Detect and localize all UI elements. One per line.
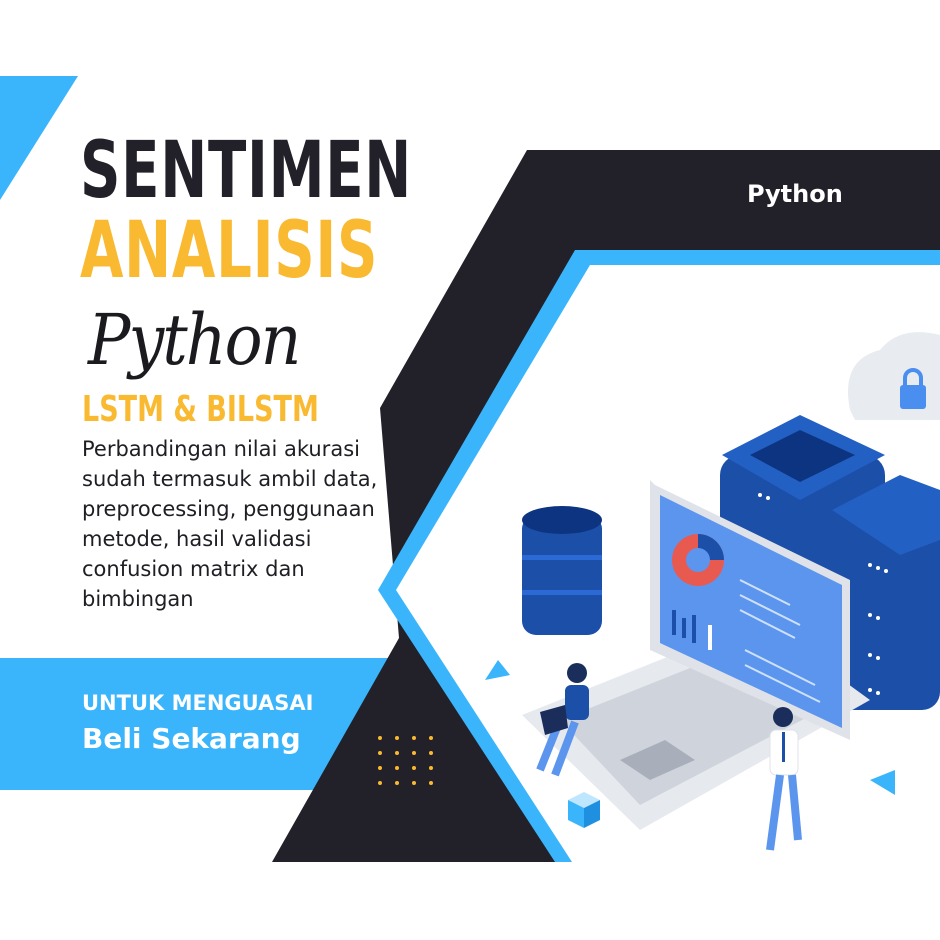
buy-now-button[interactable]: Beli Sekarang (82, 722, 301, 755)
cube-icon (568, 792, 600, 828)
server-stack-icon (720, 415, 940, 710)
python-tag: Python (747, 180, 843, 208)
description: Perbandingan nilai akurasi sudah termasu… (82, 437, 378, 611)
subtitle: LSTM & BILSTM (82, 389, 319, 430)
script-title: Python (88, 299, 301, 381)
laptop-icon (522, 480, 870, 830)
title-line-2: ANALISIS (80, 206, 379, 296)
database-icon (522, 506, 602, 635)
pyramid-icon (485, 660, 510, 680)
corner-blue-triangle (0, 76, 78, 200)
cta-line-1: UNTUK MENGUASAI (82, 691, 314, 715)
dot-grid (378, 736, 433, 785)
person-man-icon (766, 707, 802, 851)
title-line-1: SENTIMEN (80, 126, 413, 216)
pyramid-icon (870, 770, 895, 795)
cloud-lock-icon (848, 332, 940, 420)
person-woman-icon (536, 663, 589, 777)
